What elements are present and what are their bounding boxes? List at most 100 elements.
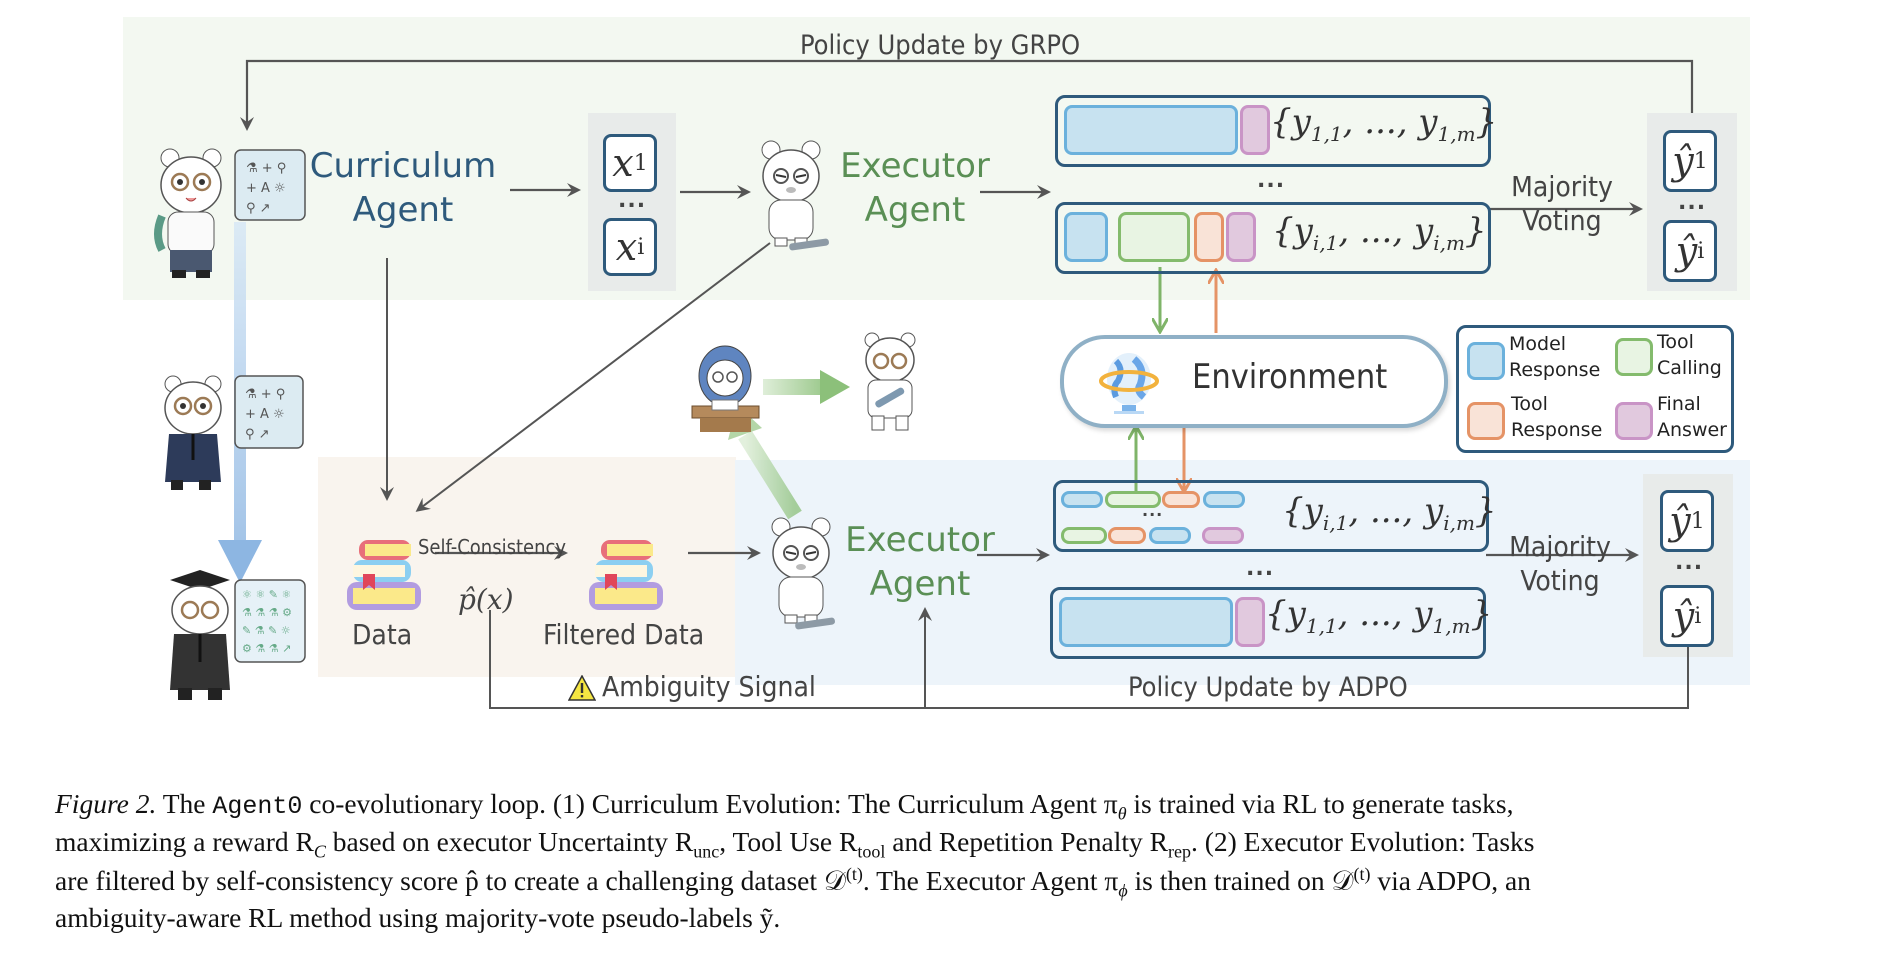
- self-consistency-label: Self-Consistency: [418, 535, 567, 559]
- environment-node: Environment: [1060, 335, 1448, 428]
- svg-text:⚗ + ⚲: ⚗ + ⚲: [245, 387, 285, 402]
- environment-label: Environment: [1192, 357, 1388, 397]
- legend-swatch-final-answer: [1615, 402, 1653, 440]
- majority-voting-line2: Voting: [1522, 203, 1602, 237]
- response-set-label: {yi,1, ..., yi,m}: [1282, 491, 1497, 535]
- professor-bear-icon: ⚛ ⚛ ✎ ⚛ ⚗ ⚗ ⚗ ⚙ ✎ ⚗ ✎ ☼ ⚙ ⚗ ⚗ ↗: [170, 570, 306, 700]
- svg-text:⚛ ⚛ ✎ ⚛: ⚛ ⚛ ✎ ⚛: [242, 588, 291, 601]
- responses-ellipsis-top: ...: [1257, 168, 1286, 193]
- curriculum-agent-bear-icon: ⚗ + ⚲ + A ☼ ⚲ ↗: [154, 148, 306, 278]
- adpo-feedback-loop: [489, 610, 1689, 709]
- svg-text:+ A ☼: + A ☼: [245, 407, 285, 422]
- svg-text:⚗ + ⚲: ⚗ + ⚲: [246, 161, 286, 176]
- svg-text:+ A ☼: + A ☼: [246, 181, 286, 196]
- legend-swatch-tool-calling: [1615, 338, 1653, 376]
- executor-evolution-horizontal-arrow: [763, 379, 823, 395]
- caption-line-3: are filtered by self-consistency score p…: [55, 864, 1531, 901]
- caption-line-2: maximizing a reward RC based on executor…: [55, 826, 1535, 862]
- model-response-block: [1061, 491, 1103, 508]
- data-books-icon: [347, 540, 421, 610]
- curriculum-agent-label-line2: Agent: [352, 190, 454, 231]
- executor-agent-bear-icon: [761, 140, 829, 251]
- executor-evolution-horizontal-arrowhead: [820, 370, 850, 404]
- executor-agent-label-bottom-line1: Executor: [845, 520, 995, 560]
- response-set-label: {y1,1, ..., y1,m}: [1265, 594, 1493, 638]
- final-answer-block: [1226, 212, 1256, 262]
- teacher-bear-icon: ⚗ + ⚲ + A ☼ ⚲ ↗: [164, 375, 304, 490]
- response-group-top-1: {y1,1, ..., y1,m}: [1055, 95, 1497, 167]
- tool-response-block: [1194, 212, 1224, 262]
- tool-calling-block: [1105, 491, 1161, 508]
- executor-agent-label-bottom-line2: Agent: [869, 564, 971, 605]
- curriculum-agent-label: Curriculum Agent: [308, 144, 498, 232]
- response-set-label: {yi,1, ..., yi,m}: [1272, 211, 1487, 255]
- filtered-data-books-icon: [589, 540, 663, 610]
- tool-response-block: [1108, 527, 1146, 544]
- grpo-feedback-arrow: [240, 59, 1694, 131]
- curriculum-evolution-panel: [123, 17, 1750, 300]
- response-group-bottom-1: {y1,1, ..., y1,m}: [1050, 587, 1492, 659]
- grpo-policy-update-label: Policy Update by GRPO: [800, 30, 1081, 61]
- globe-icon: [1099, 353, 1159, 414]
- ambiguity-signal-label: Ambiguity Signal: [602, 670, 816, 703]
- executor-to-data-arrow: [415, 242, 771, 512]
- model-response-block: [1203, 491, 1245, 508]
- executor-agent-label-top: Executor Agent: [830, 144, 1000, 232]
- model-response-block: [1064, 105, 1238, 155]
- legend-swatch-tool-response: [1467, 402, 1505, 440]
- warning-icon: [568, 675, 596, 701]
- answers-ellipsis-top: ...: [1678, 190, 1707, 215]
- filtered-data-label: Filtered Data: [543, 618, 705, 651]
- svg-text:⚗ ⚗ ⚗ ⚙: ⚗ ⚗ ⚗ ⚙: [242, 606, 292, 619]
- caption-line-1: Figure 2. The Agent0 co-evolutionary loo…: [55, 788, 1514, 824]
- answers-ellipsis-bottom: ...: [1675, 550, 1704, 575]
- responses-ellipsis-bottom: ...: [1246, 556, 1275, 581]
- engineer-bear-icon: [864, 332, 916, 431]
- figure-number: Figure 2.: [55, 788, 157, 819]
- executor-evolution-diagonal-arrow: [738, 430, 802, 520]
- tool-calling-block: [1118, 212, 1190, 262]
- final-answer-block: [1240, 105, 1270, 155]
- svg-text:✎ ⚗ ✎ ☼: ✎ ⚗ ✎ ☼: [242, 624, 291, 637]
- curriculum-progression-arrowhead: [218, 540, 262, 583]
- majority-voting-label-top: Majority Voting: [1492, 170, 1632, 237]
- student-desk-bear-icon: [691, 345, 760, 432]
- majority-voting-label-bottom: Majority Voting: [1490, 530, 1630, 597]
- inner-ellipsis: ...: [1142, 501, 1164, 520]
- adpo-policy-update-label: Policy Update by ADPO: [1128, 672, 1408, 703]
- executor-agent-label-top-line1: Executor: [840, 146, 990, 186]
- svg-text:⚲ ↗: ⚲ ↗: [245, 427, 270, 442]
- model-response-block: [1064, 212, 1108, 262]
- model-response-block: [1149, 527, 1191, 544]
- svg-text:⚲ ↗: ⚲ ↗: [246, 201, 271, 216]
- caption-line-4: ambiguity-aware RL method using majority…: [55, 902, 781, 933]
- model-response-block: [1059, 597, 1233, 647]
- final-answer-block: [1235, 597, 1265, 647]
- tasks-ellipsis: ...: [618, 188, 647, 213]
- majority-voting-line1: Majority: [1509, 530, 1611, 563]
- response-set-label: {y1,1, ..., y1,m}: [1270, 102, 1498, 146]
- majority-voting-line2: Voting: [1520, 563, 1600, 597]
- legend-swatch-model-response: [1467, 342, 1505, 380]
- executor-agent-label-bottom: Executor Agent: [835, 518, 1005, 606]
- svg-text:⚙ ⚗ ⚗ ↗: ⚙ ⚗ ⚗ ↗: [242, 642, 291, 655]
- executor-agent-label-top-line2: Agent: [864, 190, 966, 231]
- majority-voting-line1: Majority: [1511, 170, 1613, 203]
- executor-agent-bear-icon-bottom: [771, 517, 835, 630]
- tool-calling-block: [1061, 527, 1107, 544]
- agent0-code: Agent0: [212, 792, 303, 821]
- response-group-top-i: {yi,1, ..., yi,m}: [1055, 202, 1491, 274]
- response-group-bottom-i: ... {yi,1, ..., yi,m}: [1053, 480, 1497, 552]
